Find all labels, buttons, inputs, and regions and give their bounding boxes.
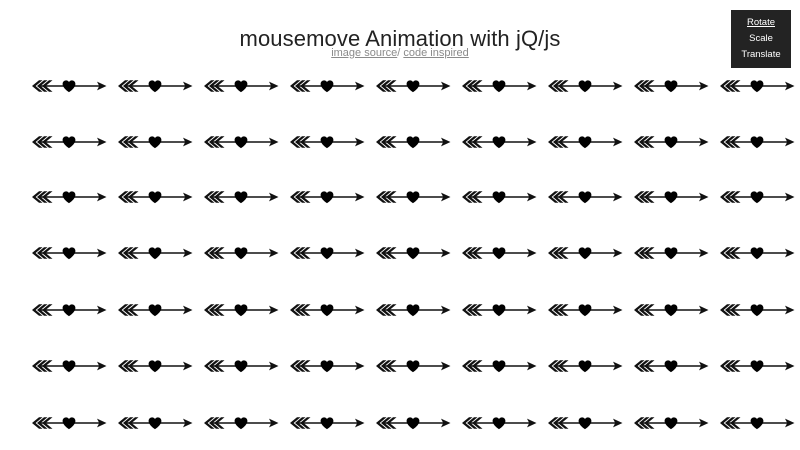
arrow-heart-icon[interactable] [460, 357, 538, 375]
arrow-heart-icon[interactable] [718, 357, 796, 375]
subtitle-separator: / [397, 47, 404, 59]
transform-control-panel: Rotate Scale Translate [731, 10, 791, 68]
arrow-heart-icon[interactable] [460, 244, 538, 262]
subtitle-links: image source/ code inspired [0, 46, 800, 60]
control-item-translate[interactable]: Translate [741, 48, 781, 60]
arrow-heart-icon[interactable] [116, 188, 194, 206]
arrow-heart-icon[interactable] [718, 244, 796, 262]
arrow-heart-icon[interactable] [288, 188, 366, 206]
arrow-heart-icon[interactable] [30, 414, 108, 432]
arrow-heart-icon[interactable] [202, 301, 280, 319]
arrow-heart-icon[interactable] [718, 301, 796, 319]
arrow-heart-icon[interactable] [116, 357, 194, 375]
arrow-heart-icon[interactable] [460, 301, 538, 319]
arrow-heart-icon[interactable] [202, 244, 280, 262]
arrow-heart-icon[interactable] [374, 244, 452, 262]
arrow-heart-icon[interactable] [460, 188, 538, 206]
arrow-heart-icon[interactable] [30, 244, 108, 262]
arrow-heart-icon[interactable] [202, 133, 280, 151]
arrow-heart-icon[interactable] [202, 414, 280, 432]
arrow-row [0, 414, 800, 432]
arrow-heart-icon[interactable] [546, 414, 624, 432]
arrow-heart-icon[interactable] [202, 357, 280, 375]
arrow-heart-icon[interactable] [116, 77, 194, 95]
arrow-heart-icon[interactable] [718, 77, 796, 95]
arrow-heart-icon[interactable] [202, 77, 280, 95]
arrow-heart-icon[interactable] [460, 414, 538, 432]
arrow-row [0, 244, 800, 262]
arrow-heart-icon[interactable] [288, 133, 366, 151]
arrow-heart-icon[interactable] [374, 357, 452, 375]
arrow-row [0, 133, 800, 151]
arrow-heart-icon[interactable] [30, 77, 108, 95]
arrow-heart-icon[interactable] [116, 133, 194, 151]
arrow-heart-icon[interactable] [460, 133, 538, 151]
arrow-heart-icon[interactable] [718, 188, 796, 206]
arrow-heart-icon[interactable] [546, 77, 624, 95]
arrow-heart-icon[interactable] [718, 414, 796, 432]
arrow-heart-icon[interactable] [374, 414, 452, 432]
arrow-heart-icon[interactable] [30, 357, 108, 375]
arrow-heart-icon[interactable] [116, 301, 194, 319]
arrow-heart-icon[interactable] [546, 133, 624, 151]
arrow-heart-icon[interactable] [116, 414, 194, 432]
arrow-heart-icon[interactable] [632, 133, 710, 151]
arrow-heart-icon[interactable] [718, 133, 796, 151]
arrow-heart-icon[interactable] [374, 77, 452, 95]
control-item-rotate[interactable]: Rotate [747, 16, 775, 28]
image-source-link[interactable]: image source [331, 47, 398, 59]
arrow-heart-icon[interactable] [116, 244, 194, 262]
arrow-heart-icon[interactable] [546, 188, 624, 206]
arrow-heart-icon[interactable] [288, 77, 366, 95]
control-item-scale[interactable]: Scale [749, 32, 773, 44]
arrow-row [0, 301, 800, 319]
arrow-heart-icon[interactable] [30, 133, 108, 151]
arrow-heart-icon[interactable] [632, 357, 710, 375]
arrow-heart-icon[interactable] [374, 301, 452, 319]
page-title: mousemove Animation with jQ/js [239, 25, 561, 51]
arrow-heart-icon[interactable] [288, 244, 366, 262]
arrow-heart-icon[interactable] [546, 301, 624, 319]
arrow-row [0, 188, 800, 206]
arrow-heart-icon[interactable] [632, 414, 710, 432]
arrow-heart-icon[interactable] [546, 357, 624, 375]
arrow-heart-icon[interactable] [30, 188, 108, 206]
arrow-heart-icon[interactable] [460, 77, 538, 95]
arrow-heart-icon[interactable] [374, 188, 452, 206]
arrow-heart-icon[interactable] [288, 301, 366, 319]
arrow-heart-icon[interactable] [30, 301, 108, 319]
arrow-heart-icon[interactable] [632, 188, 710, 206]
arrow-heart-icon[interactable] [546, 244, 624, 262]
arrow-heart-icon[interactable] [288, 357, 366, 375]
arrow-row [0, 77, 800, 95]
arrow-heart-icon[interactable] [202, 188, 280, 206]
arrow-heart-icon[interactable] [632, 244, 710, 262]
arrow-heart-icon[interactable] [374, 133, 452, 151]
arrow-row [0, 357, 800, 375]
code-inspired-link[interactable]: code inspired [403, 47, 469, 59]
arrow-heart-icon[interactable] [632, 77, 710, 95]
arrow-heart-icon[interactable] [288, 414, 366, 432]
arrow-heart-icon[interactable] [632, 301, 710, 319]
